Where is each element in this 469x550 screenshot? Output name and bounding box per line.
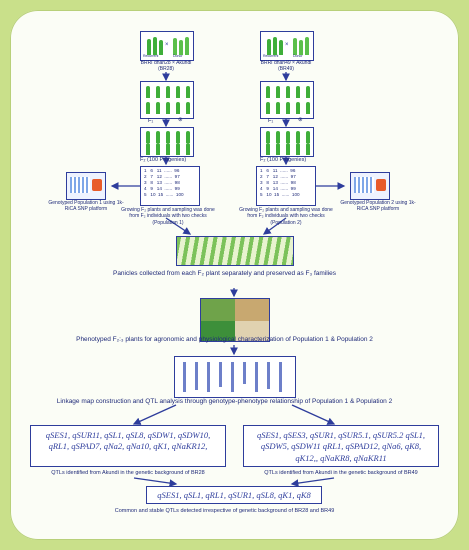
left-f2-label: F₂ (100 Progenies) bbox=[140, 157, 187, 163]
left-cross-image: × Recurrent Donor bbox=[140, 31, 194, 61]
left-f1-image bbox=[140, 81, 194, 119]
left-self-symbol: ⊗ bbox=[178, 117, 183, 123]
qtl-right-box: qSES1, qSES3, qSUR1, qSUR5.1, qSUR5.2 qS… bbox=[243, 425, 439, 467]
qtl-left-caption: QTLs identified from Akundi in the genet… bbox=[51, 470, 205, 476]
qtl-left-box: qSES1, qSUR11, qSL1, qSL8, qSDW1, qSDW10… bbox=[30, 425, 226, 467]
progeny-row: 2 7 12 ...... 97 bbox=[260, 174, 296, 179]
phenotyping-image bbox=[200, 298, 270, 342]
right-parent-a-label: Recurrent bbox=[263, 54, 279, 58]
panicles-image bbox=[176, 236, 294, 266]
common-caption: Common and stable QTLs detected irrespec… bbox=[114, 508, 335, 514]
progeny-row: 4 9 14 ...... 99 bbox=[144, 186, 180, 191]
left-cross-title: BRRI dhan28 × Akundi bbox=[140, 60, 192, 66]
right-cross-code: (BR49) bbox=[278, 66, 294, 72]
right-f2-image bbox=[260, 127, 314, 157]
right-growing-text: Growing F₂ plants and sampling was done … bbox=[239, 207, 333, 226]
right-parent-b-label: Donor bbox=[293, 54, 303, 58]
left-growing-text: Growing F₂ plants and sampling was done … bbox=[121, 207, 215, 226]
left-genotyping-chip bbox=[66, 172, 106, 200]
linkage-caption: Linkage map construction and QTL analysi… bbox=[56, 398, 393, 405]
progeny-row: 1 6 11 ...... 96 bbox=[144, 168, 180, 173]
left-parent-b-label: Donor bbox=[173, 54, 183, 58]
panicles-caption: Panicles collected from each F₂ plant se… bbox=[112, 270, 337, 277]
progeny-row: 3 8 13 ...... 98 bbox=[144, 180, 180, 185]
progeny-row: 4 9 14 ...... 99 bbox=[260, 186, 296, 191]
qtl-right-caption: QTLs identified from Akundi in the genet… bbox=[264, 470, 418, 476]
progeny-row: 3 8 13 ...... 98 bbox=[260, 180, 296, 185]
right-genotyping-chip bbox=[350, 172, 390, 200]
right-self-symbol: ⊗ bbox=[298, 117, 303, 123]
linkage-map-image bbox=[174, 356, 296, 398]
left-genotyped-text: Genotyped Population 1 using 1k-RiCA SNP… bbox=[48, 200, 124, 213]
progeny-row: 1 6 11 ...... 96 bbox=[260, 168, 296, 173]
right-cross-image: × Recurrent Donor bbox=[260, 31, 314, 61]
progeny-row: 5 10 15 ...... 100 bbox=[144, 192, 184, 197]
progeny-row: 5 10 15 ...... 100 bbox=[260, 192, 300, 197]
left-cross-code: (BR28) bbox=[158, 66, 174, 72]
right-cross-title: BRRI dhan49 × Akundi bbox=[260, 60, 312, 66]
progeny-row: 2 7 12 ...... 97 bbox=[144, 174, 180, 179]
right-f2-label: F₂ (100 Progenies) bbox=[260, 157, 307, 163]
left-parent-a-label: Recurrent bbox=[143, 54, 159, 58]
right-f1-label: F₁ bbox=[268, 118, 274, 124]
right-genotyped-text: Genotyped Population 2 using 1k-RiCA SNP… bbox=[340, 200, 416, 213]
left-f1-label: F₁ bbox=[148, 118, 154, 124]
common-qtl-box: qSES1, qSL1, qRL1, qSUR1, qSL8, qK1, qK8 bbox=[146, 486, 322, 504]
phenotyped-caption: Phenotyped F₂:₃ plants for agronomic and… bbox=[76, 336, 373, 343]
right-f1-image bbox=[260, 81, 314, 119]
left-f2-image bbox=[140, 127, 194, 157]
